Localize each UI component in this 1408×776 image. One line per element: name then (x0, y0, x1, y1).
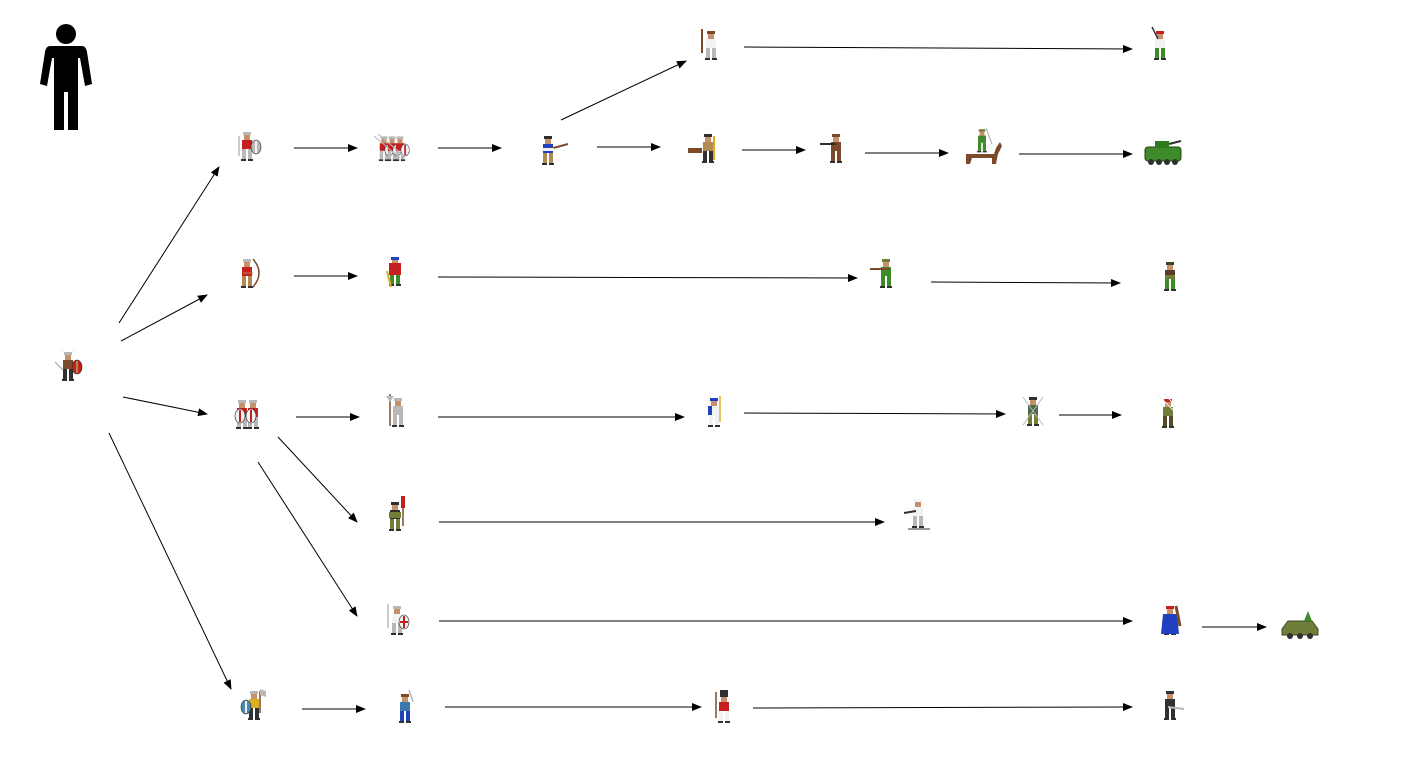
arrow-legion-to-samurai (277, 436, 358, 523)
alpine-trooper-icon (1022, 396, 1044, 426)
partisan-icon (1151, 26, 1166, 60)
arrow-longbowman-to-infantry (437, 273, 858, 282)
blue-musketeer-icon (542, 136, 569, 165)
pirate-icon (399, 689, 414, 723)
longbowman-icon (386, 257, 401, 288)
cannoneer-icon (688, 134, 715, 163)
conquistador-icon (701, 29, 717, 60)
blue-rocket-trooper-icon (1161, 605, 1182, 635)
upgrade-arrows (108, 44, 1267, 713)
arrow-legion-to-crusader (257, 461, 358, 617)
ski-trooper-icon (903, 499, 930, 530)
mech-vehicle-icon (1281, 611, 1319, 639)
samurai-icon (389, 496, 405, 531)
person-icon (40, 24, 92, 130)
arrow-redcoat-to-special-forces (752, 703, 1133, 712)
arrow-root-to-archer (120, 294, 208, 342)
special-forces-icon (1164, 691, 1185, 720)
shield-legion-icon (234, 400, 259, 429)
redcoat-icon (715, 690, 730, 723)
paratrooper-icon (1157, 392, 1179, 428)
arrow-conquistador-to-partisan (743, 44, 1133, 53)
arrow-root-to-axeman (108, 432, 232, 690)
pikeman-icon (386, 394, 404, 427)
arrow-musketeer-to-conquistador (560, 60, 687, 121)
green-infantry-icon (870, 259, 892, 288)
blue-grenadier-icon (708, 396, 721, 427)
shield-swordsman-icon (238, 132, 262, 161)
axe-shield-warrior-icon (240, 689, 266, 720)
crusader-knight-icon (387, 604, 410, 635)
unit-icons (54, 26, 1319, 723)
arrow-root-to-legion (122, 396, 208, 417)
arrow-root-to-swordsman (118, 166, 220, 324)
spear-phalanx-icon (373, 133, 410, 162)
arrow-infantry-to-modern-infantry (930, 278, 1121, 287)
arrow-grenadier-to-alpine-troops (743, 409, 1006, 418)
archer-icon (241, 258, 260, 288)
mounted-dragoon-icon (966, 127, 1002, 164)
armored-vehicle-icon (1144, 140, 1182, 165)
horned-warrior-icon (54, 347, 83, 381)
rifleman-icon (820, 134, 842, 163)
modern-infantry-icon (1164, 262, 1176, 291)
